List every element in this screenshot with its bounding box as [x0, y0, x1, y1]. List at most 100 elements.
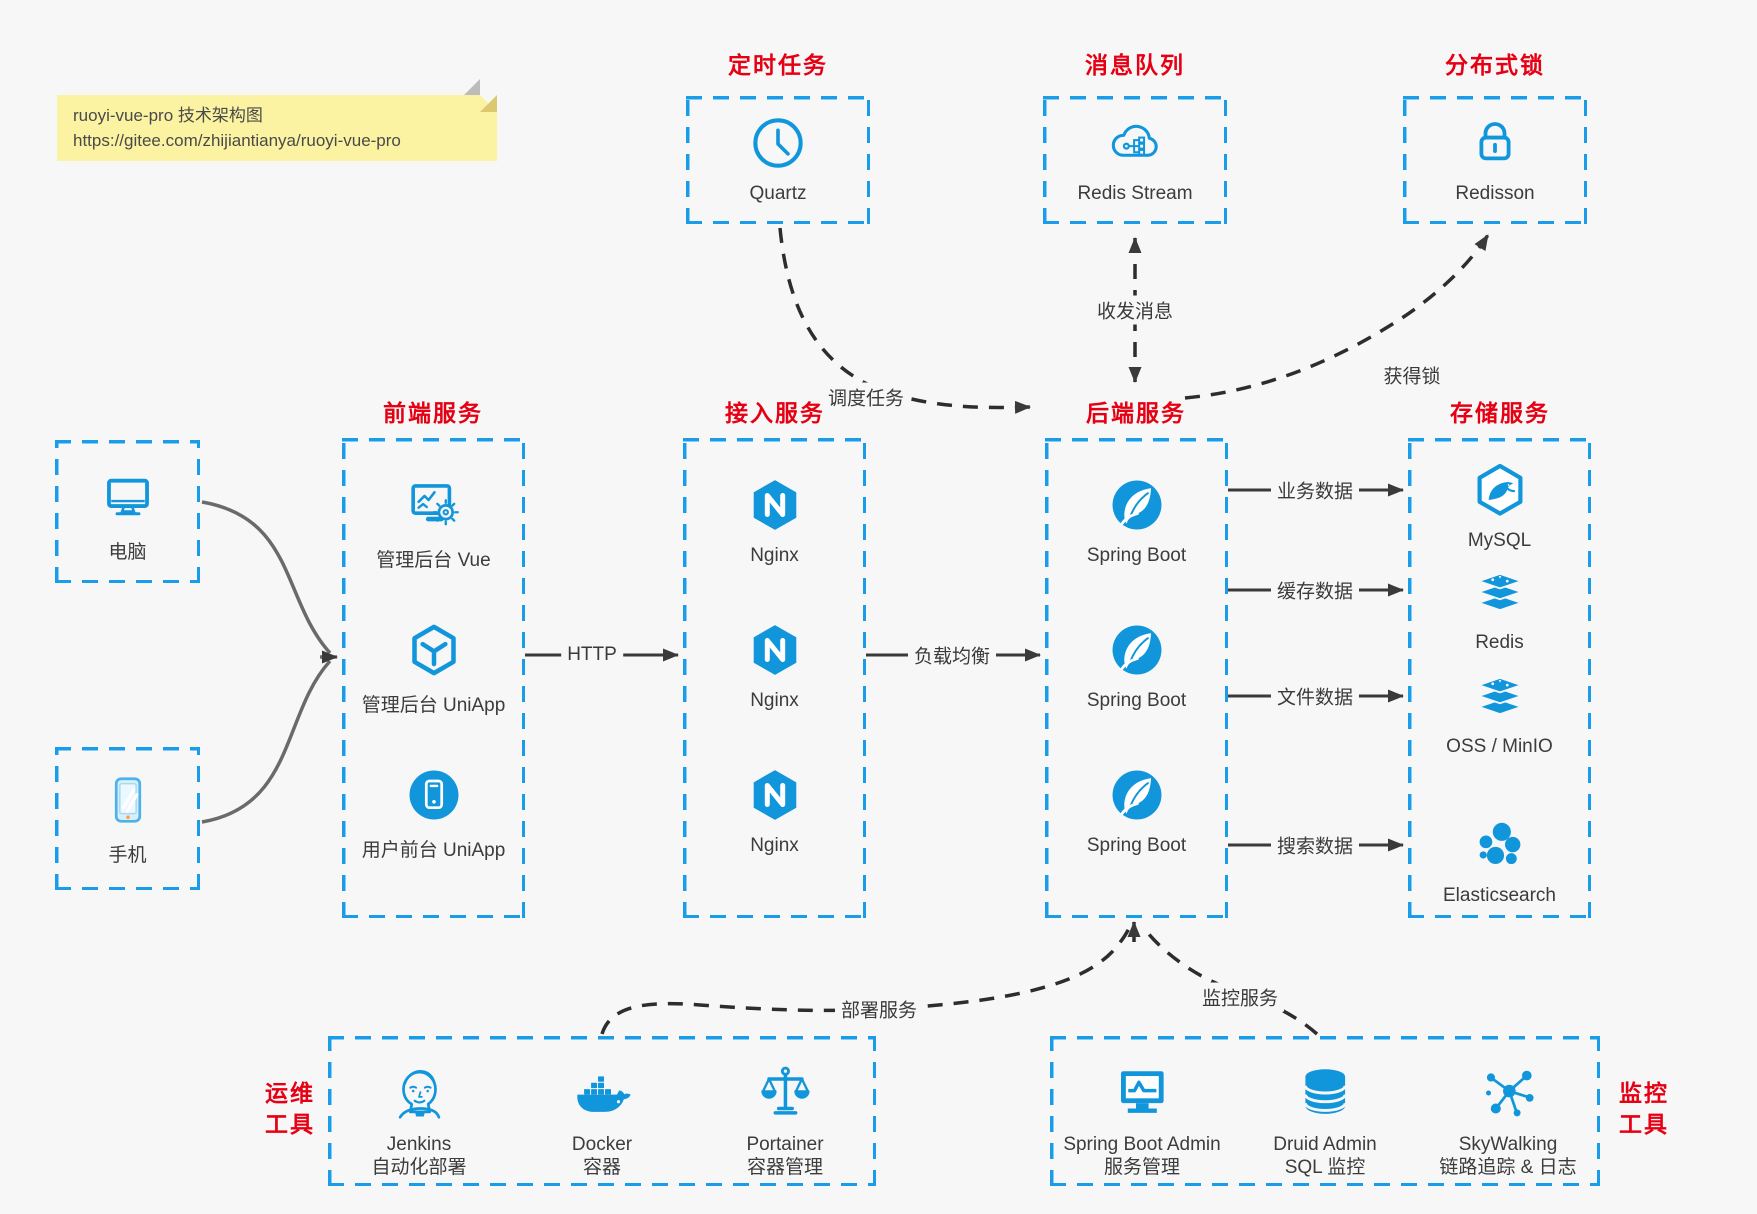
edge-label-monitor-service: 监控服务: [1195, 982, 1285, 1012]
group-client-computer: 电脑: [55, 440, 200, 583]
node-label: Spring Boot: [1086, 835, 1187, 856]
node-oss-minio: OSS / MinIO: [1408, 667, 1591, 758]
node-label: OSS / MinIO: [1446, 736, 1553, 757]
spring-boot-admin-icon: [1111, 1062, 1173, 1124]
node-elasticsearch: Elasticsearch: [1408, 816, 1591, 907]
node-spring-boot-2: Spring Boot: [1045, 621, 1228, 712]
node-label: Spring Boot: [1086, 690, 1187, 711]
node-label: 用户前台 UniApp: [361, 840, 506, 861]
title-gateway: 接入服务: [725, 400, 825, 426]
group-client-phone: 手机: [55, 747, 200, 890]
portainer-icon: [754, 1062, 816, 1124]
node-label: 管理后台 UniApp: [361, 695, 506, 716]
druid-icon: [1294, 1062, 1356, 1124]
edge-label-schedule-task: 调度任务: [821, 382, 911, 412]
node-user-uniapp: 用户前台 UniApp: [342, 766, 525, 862]
lock-icon: [1466, 114, 1524, 172]
node-label: Redis Stream: [1077, 183, 1193, 204]
node-desc: SQL 监控: [1284, 1157, 1366, 1178]
group-scheduled-task: Quartz: [686, 96, 870, 224]
node-nginx-3: Nginx: [683, 766, 866, 857]
node-name: SkyWalking: [1458, 1134, 1558, 1155]
admin-vue-icon: [405, 476, 463, 534]
node-desc: 容器: [582, 1157, 621, 1178]
skywalking-icon: [1477, 1062, 1539, 1124]
group-gateway: Nginx Nginx Nginx: [683, 438, 866, 918]
title-distributed-lock: 分布式锁: [1445, 52, 1545, 78]
edge-phone-to-frontend: [201, 659, 332, 824]
note-url: https://gitee.com/zhijiantianya/ruoyi-vu…: [73, 131, 401, 150]
node-label: Nginx: [750, 545, 799, 566]
computer-icon: [99, 468, 157, 526]
note-title: ruoyi-vue-pro 技术架构图: [73, 106, 263, 125]
node-portainer: Portainer 容器管理: [746, 1062, 824, 1179]
node-admin-vue: 管理后台 Vue: [342, 476, 525, 572]
phone-icon: [99, 771, 157, 829]
group-message-queue: Redis Stream: [1043, 96, 1227, 224]
elasticsearch-icon: [1471, 816, 1529, 874]
nginx-icon: [746, 766, 804, 824]
note-fold-shadow: [463, 79, 480, 96]
node-desc: 服务管理: [1103, 1157, 1180, 1178]
node-redisson: Redisson: [1403, 114, 1587, 205]
edge-label-file-data: 文件数据: [1270, 681, 1360, 711]
title-ops-tools: 运维 工具: [265, 1080, 315, 1137]
node-label: Quartz: [749, 183, 807, 204]
edge-label-send-receive-message: 收发消息: [1090, 295, 1180, 325]
node-admin-uniapp: 管理后台 UniApp: [342, 621, 525, 717]
node-label: 手机: [108, 845, 147, 866]
node-spring-boot-1: Spring Boot: [1045, 476, 1228, 567]
docker-icon: [571, 1062, 633, 1124]
node-label: MySQL: [1467, 530, 1532, 551]
group-monitor-tools: Spring Boot Admin 服务管理 Druid Admin SQL 监…: [1050, 1036, 1600, 1186]
uniapp-cube-icon: [405, 621, 463, 679]
group-ops-tools: Jenkins 自动化部署 Docker 容器: [328, 1036, 876, 1186]
sticky-note: ruoyi-vue-pro 技术架构图 https://gitee.com/zh…: [57, 95, 497, 161]
node-desc: 容器管理: [746, 1157, 824, 1178]
group-distributed-lock: Redisson: [1403, 96, 1587, 224]
node-desc: 自动化部署: [371, 1157, 467, 1178]
node-name: Docker: [571, 1134, 633, 1155]
node-redis-stream: Redis Stream: [1043, 114, 1227, 205]
node-spring-boot-admin: Spring Boot Admin 服务管理: [1063, 1062, 1221, 1179]
user-app-icon: [405, 766, 463, 824]
title-message-queue: 消息队列: [1085, 52, 1185, 78]
note-fold: [480, 95, 497, 112]
group-storage: MySQL Redis: [1408, 438, 1591, 918]
nginx-icon: [746, 476, 804, 534]
group-frontend: 管理后台 Vue 管理后台 UniApp 用户前台 UniApp: [342, 438, 525, 918]
title-scheduled-task: 定时任务: [728, 52, 828, 78]
node-name: Druid Admin: [1273, 1134, 1377, 1155]
spring-boot-icon: [1108, 621, 1166, 679]
node-label: Elasticsearch: [1443, 885, 1556, 906]
node-jenkins: Jenkins 自动化部署: [371, 1062, 467, 1179]
cloud-stream-icon: [1106, 114, 1164, 172]
node-label: Spring Boot: [1086, 545, 1187, 566]
edge-schedule-task: [778, 227, 1031, 414]
node-name: Jenkins: [386, 1134, 452, 1155]
spring-boot-icon: [1108, 476, 1166, 534]
title-backend: 后端服务: [1086, 400, 1186, 426]
node-label: Nginx: [750, 835, 799, 856]
edge-label-deploy-service: 部署服务: [834, 994, 924, 1024]
title-monitor-tools: 监控 工具: [1619, 1080, 1669, 1137]
node-label: Nginx: [750, 690, 799, 711]
node-nginx-1: Nginx: [683, 476, 866, 567]
node-label: 电脑: [108, 542, 147, 563]
node-druid-admin: Druid Admin SQL 监控: [1273, 1062, 1377, 1179]
title-frontend: 前端服务: [383, 400, 483, 426]
mysql-icon: [1471, 461, 1529, 519]
node-spring-boot-3: Spring Boot: [1045, 766, 1228, 857]
node-skywalking: SkyWalking 链路追踪 & 日志: [1439, 1062, 1577, 1179]
group-backend: Spring Boot Spring Boot Spring Boot: [1045, 438, 1228, 918]
edge-monitor-service: [1142, 926, 1319, 1036]
redis-icon: [1471, 563, 1529, 621]
node-computer: 电脑: [55, 468, 200, 564]
node-name: Spring Boot Admin: [1063, 1134, 1221, 1155]
node-name: Portainer: [746, 1134, 824, 1155]
nginx-icon: [746, 621, 804, 679]
clock-icon: [749, 114, 807, 172]
edge-label-load-balance: 负载均衡: [907, 640, 997, 670]
edge-label-http: HTTP: [561, 643, 623, 667]
